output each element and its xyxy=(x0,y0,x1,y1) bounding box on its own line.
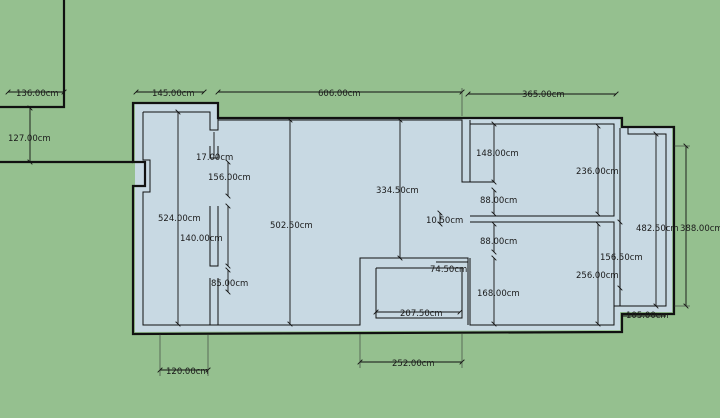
dim-label-168: 168.00cm xyxy=(477,289,520,299)
dim-label-145: 145.00cm xyxy=(152,89,195,99)
floor-area xyxy=(135,103,672,332)
boundary-line xyxy=(0,0,133,164)
dim-label-334: 334.50cm xyxy=(376,186,419,196)
dim-label-105: 105.00cm xyxy=(626,311,669,321)
dim-label-156b: 156.50cm xyxy=(600,253,643,263)
dim-label-156: 156.00cm xyxy=(208,173,251,183)
dim-label-207: 207.50cm xyxy=(400,309,443,319)
dim-label-88b: 88.00cm xyxy=(480,237,517,247)
dim-label-127: 127.00cm xyxy=(8,134,51,144)
dim-label-85: 85.00cm xyxy=(211,279,248,289)
dim-label-74: 74.50cm xyxy=(430,265,467,275)
dim-label-236: 236.00cm xyxy=(576,167,619,177)
dim-label-365: 365.00cm xyxy=(522,90,565,100)
dim-label-524: 524.00cm xyxy=(158,214,201,224)
dim-label-606: 606.00cm xyxy=(318,89,361,99)
dim-label-502: 502.50cm xyxy=(270,221,313,231)
dim-label-140: 140.00cm xyxy=(180,234,223,244)
dimension-labels: 136.00cm 127.00cm 145.00cm 606.00cm 365.… xyxy=(8,89,720,377)
dim-label-148: 148.00cm xyxy=(476,149,519,159)
dimension-lines xyxy=(8,88,690,376)
dim-label-482: 482.50cm xyxy=(636,224,679,234)
dim-label-388: 388.00cm xyxy=(680,224,720,234)
dim-label-136: 136.00cm xyxy=(16,89,59,99)
dim-label-120: 120.00cm xyxy=(166,367,209,377)
outer-wall xyxy=(131,101,676,336)
dim-label-10: 10.50cm xyxy=(426,216,463,226)
dim-label-256: 256.00cm xyxy=(576,271,619,281)
dim-label-88a: 88.00cm xyxy=(480,196,517,206)
interior-walls xyxy=(142,111,667,326)
dim-label-252: 252.00cm xyxy=(392,359,435,369)
dim-label-17: 17.00cm xyxy=(196,153,233,163)
